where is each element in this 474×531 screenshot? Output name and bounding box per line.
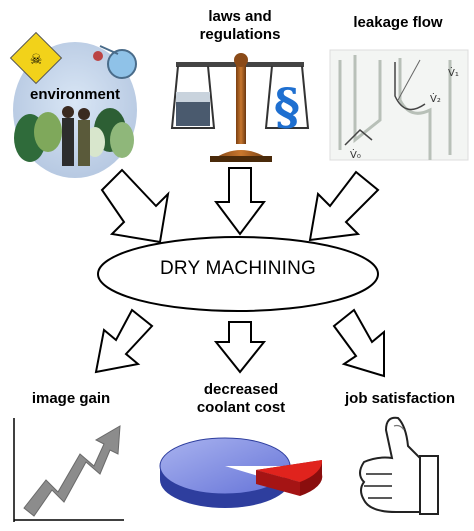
arrow-leakage-to-center (308, 170, 380, 242)
leakage-label-0: V̇₀ (350, 148, 361, 161)
forest-people-icon: ☠ (9, 31, 137, 178)
label-coolant: decreased coolant cost (196, 381, 286, 416)
center-label: DRY MACHINING (159, 258, 317, 279)
arrow-env-to-center (100, 168, 170, 244)
svg-text:☠: ☠ (30, 52, 43, 68)
leakage-label-2: V̇₂ (430, 92, 441, 105)
label-job: job satisfaction (344, 390, 456, 407)
rising-arrow-icon (13, 418, 124, 522)
label-image-gain: image gain (31, 390, 111, 407)
flow-diagram-icon (329, 49, 469, 161)
thumbs-up-icon (359, 416, 439, 515)
svg-text:§: § (274, 77, 300, 136)
arrow-center-to-job (332, 308, 385, 378)
center-ellipse (97, 236, 379, 312)
label-leakage: leakage flow (353, 14, 443, 31)
label-laws: laws and regulations (199, 8, 281, 43)
arrow-center-to-coolant (213, 321, 267, 374)
pie-chart-icon (159, 437, 323, 508)
arrow-laws-to-center (214, 167, 266, 236)
leakage-label-1: V̇₁ (448, 66, 459, 79)
scale-paragraph-icon: § (170, 53, 310, 162)
label-environment: environment (29, 86, 120, 103)
arrow-center-to-image (94, 308, 154, 374)
